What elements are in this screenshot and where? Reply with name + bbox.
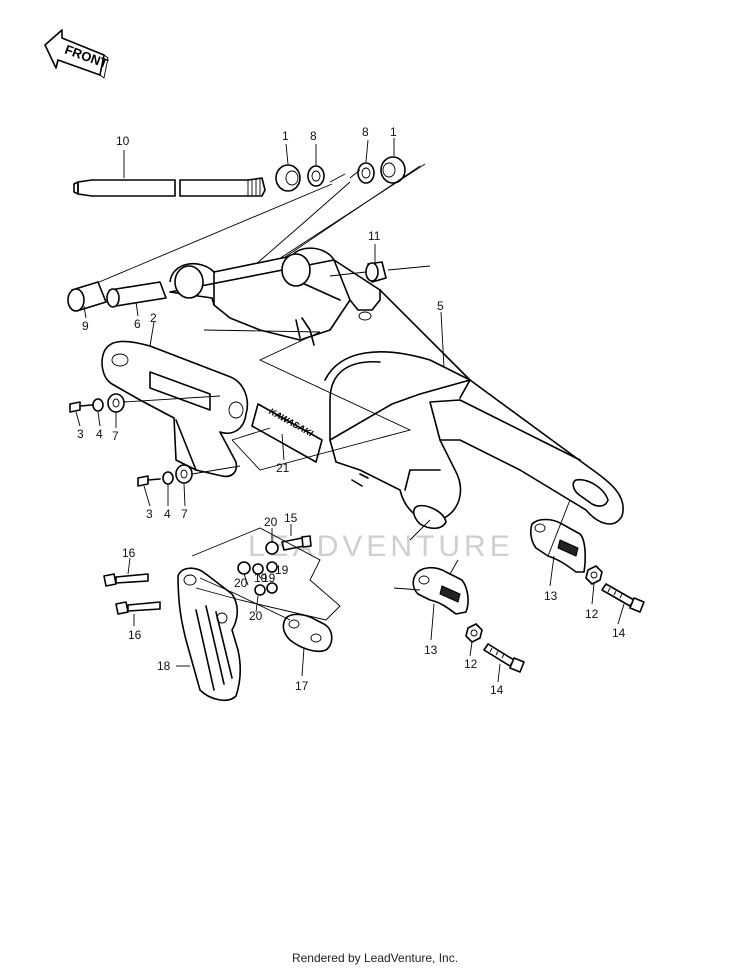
callout-4-upper: 4 [96, 427, 103, 441]
bushing-right [380, 156, 406, 184]
callout-17: 17 [295, 679, 309, 693]
callout-13-left: 13 [424, 643, 438, 657]
nut-19-c [254, 584, 266, 596]
callout-3-lower: 3 [146, 507, 153, 521]
bolt-16-upper [103, 573, 149, 587]
leader-lines [75, 138, 625, 683]
callout-10: 10 [116, 134, 130, 148]
callout-19-a: 19 [254, 571, 268, 585]
needle-bearing [67, 281, 107, 312]
nut-12-left [465, 623, 483, 643]
callout-6: 6 [134, 317, 141, 331]
callout-2: 2 [150, 311, 157, 325]
callout-1-left: 1 [282, 129, 289, 143]
assembly-line-upper [84, 169, 361, 289]
guide-plate [282, 613, 333, 653]
callout-16-lower: 16 [128, 628, 142, 642]
callout-16-upper: 16 [122, 546, 136, 560]
callout-7-upper: 7 [112, 429, 119, 443]
callout-11: 11 [368, 229, 381, 243]
nut-19-d [266, 582, 278, 594]
callout-21: 21 [276, 461, 290, 475]
callout-19-b: 19 [262, 571, 276, 585]
swingarm [169, 247, 624, 530]
callout-1-right: 1 [390, 125, 397, 139]
callout-20-mid: 20 [234, 576, 248, 590]
callout-14-right: 14 [612, 626, 626, 640]
chain-slider [101, 340, 249, 478]
chain-guide [177, 567, 241, 702]
callout-15: 15 [284, 511, 298, 525]
washer-20-top [265, 541, 279, 555]
front-arrow-icon: FRONT [44, 29, 110, 79]
decal: KAWASAKI [251, 403, 323, 463]
callout-19-c: 19 [275, 563, 289, 577]
callout-8-right: 8 [362, 125, 369, 139]
callout-9: 9 [82, 319, 89, 333]
washer-4-upper [92, 398, 104, 412]
nut-12-right [585, 565, 603, 585]
washer-20-left [237, 561, 251, 575]
callout-14-left: 14 [490, 683, 504, 697]
callout-5: 5 [437, 299, 444, 313]
footer-credit: Rendered by LeadVenture, Inc. [291, 951, 459, 965]
callout-13-right: 13 [544, 589, 558, 603]
callout-labels: 10 1 8 8 1 11 9 6 2 5 3 4 7 21 3 4 7 20 … [77, 125, 626, 697]
pivot-shaft [73, 177, 266, 197]
bolt-14-right [601, 583, 645, 613]
washer-4-lower [162, 471, 174, 485]
chain-adjuster-right [530, 518, 586, 573]
collar-left [307, 165, 325, 187]
bolt-3-upper [69, 401, 93, 413]
bolt-14-left [483, 643, 525, 673]
collar-7-lower [175, 464, 193, 484]
callout-20-low: 20 [249, 609, 263, 623]
collar-7-upper [107, 393, 125, 413]
pivot-sleeve [106, 281, 167, 308]
callout-7-lower: 7 [181, 507, 188, 521]
callout-12-right: 12 [585, 607, 599, 621]
bolt-3-lower [137, 475, 161, 487]
collar-right [357, 162, 375, 184]
callout-3-upper: 3 [77, 427, 84, 441]
callout-8-left: 8 [310, 129, 317, 143]
collar-11 [365, 261, 387, 283]
chain-adjuster-left [412, 566, 469, 615]
callout-4-lower: 4 [164, 507, 171, 521]
callout-18: 18 [157, 659, 171, 673]
bolt-16-lower [115, 601, 161, 615]
bushing-left [275, 164, 301, 192]
callout-12-left: 12 [464, 657, 478, 671]
bolt-15 [281, 535, 312, 551]
callout-20-top: 20 [264, 515, 278, 529]
